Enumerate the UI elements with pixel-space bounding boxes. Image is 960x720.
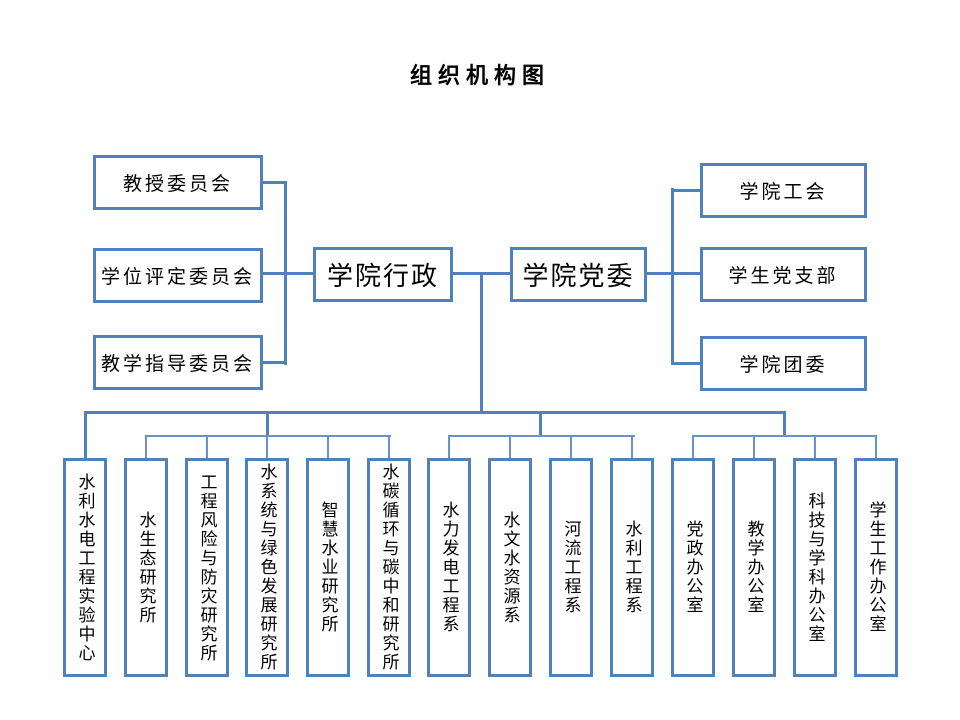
connector-line (647, 272, 673, 275)
connector-line (692, 435, 877, 437)
node-college-labor-union: 学院工会 (700, 163, 867, 218)
connector-line (631, 437, 633, 458)
connector-line (539, 414, 542, 436)
node-label: 水碳循环与碳中和研究所 (379, 463, 399, 672)
node-label: 学生党支部 (728, 266, 839, 287)
node-hydraulic-engineering-dept: 水利工程系 (610, 458, 654, 677)
node-label: 学院行政 (326, 262, 439, 291)
connector-line (327, 437, 329, 458)
node-degree-evaluation-committee: 学位评定委员会 (93, 248, 263, 303)
connector-line (814, 437, 816, 458)
connector-line (388, 437, 390, 458)
node-smart-water-institute: 智慧水业研究所 (306, 458, 350, 677)
node-label: 学生工作办公室 (866, 501, 886, 634)
node-hydrology-water-resources-dept: 水文水资源系 (488, 458, 532, 677)
connector-line (570, 437, 572, 458)
node-label: 水利水电工程实验中心 (75, 472, 95, 663)
node-water-carbon-cycle-neutrality-institute: 水碳循环与碳中和研究所 (367, 458, 411, 677)
node-label: 学院党委 (522, 262, 635, 291)
node-label: 水文水资源系 (500, 510, 520, 625)
node-hydropower-engineering-dept: 水力发电工程系 (427, 458, 471, 677)
node-label: 学位评定委员会 (100, 267, 255, 288)
node-engineering-risk-disaster-institute: 工程风险与防灾研究所 (185, 458, 229, 677)
node-label: 学院团委 (739, 355, 828, 376)
node-label: 教授委员会 (122, 174, 233, 195)
page-title: 组织机构图 (409, 63, 550, 88)
node-label: 水利工程系 (622, 520, 642, 615)
connector-line (145, 435, 391, 437)
node-label: 水力发电工程系 (439, 501, 459, 634)
node-science-discipline-office: 科技与学科办公室 (793, 458, 837, 677)
connector-line (263, 361, 287, 364)
node-label: 学院工会 (739, 182, 828, 203)
node-college-party-committee: 学院党委 (510, 247, 647, 302)
connector-line (671, 188, 674, 365)
connector-line (266, 414, 269, 436)
node-label: 教学指导委员会 (100, 354, 255, 375)
connector-line (674, 362, 700, 365)
node-label: 智慧水业研究所 (318, 501, 338, 634)
node-student-party-branch: 学生党支部 (700, 247, 867, 302)
connector-line (266, 437, 268, 458)
node-label: 水系统与绿色发展研究所 (257, 463, 277, 672)
connector-line (480, 272, 483, 413)
node-label: 党政办公室 (683, 520, 703, 615)
node-college-youth-league: 学院团委 (700, 336, 867, 391)
node-college-administration: 学院行政 (313, 247, 453, 302)
connector-line (145, 437, 147, 458)
connector-line (674, 189, 700, 192)
node-label: 工程风险与防灾研究所 (197, 472, 217, 663)
connector-line (84, 414, 87, 458)
node-label: 教学办公室 (744, 520, 764, 615)
connector-line (84, 411, 786, 414)
connector-line (509, 437, 511, 458)
connector-line (674, 272, 700, 275)
node-professor-committee: 教授委员会 (93, 155, 263, 210)
connector-line (206, 437, 208, 458)
node-student-affairs-office: 学生工作办公室 (854, 458, 898, 677)
node-label: 科技与学科办公室 (805, 491, 825, 644)
node-water-ecology-institute: 水生态研究所 (124, 458, 168, 677)
connector-line (448, 437, 450, 458)
connector-line (692, 437, 694, 458)
connector-line (448, 435, 635, 437)
connector-line (875, 437, 877, 458)
node-river-engineering-dept: 河流工程系 (549, 458, 593, 677)
node-teaching-office: 教学办公室 (732, 458, 776, 677)
node-party-admin-office: 党政办公室 (671, 458, 715, 677)
connector-line (783, 414, 786, 436)
node-water-system-green-development-institute: 水系统与绿色发展研究所 (245, 458, 289, 677)
node-label: 水生态研究所 (136, 510, 156, 625)
node-teaching-guidance-committee: 教学指导委员会 (93, 335, 263, 390)
connector-line (263, 181, 287, 184)
node-hydraulic-hydropower-lab-center: 水利水电工程实验中心 (63, 458, 107, 677)
connector-line (753, 437, 755, 458)
connector-line (263, 272, 313, 275)
node-label: 河流工程系 (561, 520, 581, 615)
